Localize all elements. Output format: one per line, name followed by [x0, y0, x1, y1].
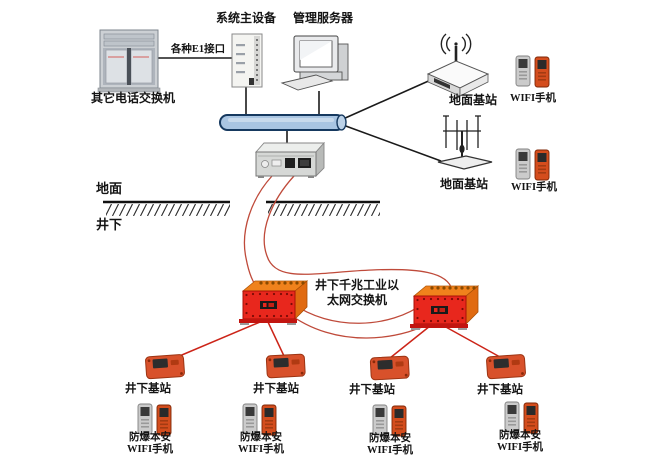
wifi-phone-pair-icon — [137, 403, 172, 436]
phone-label-line1: 防爆本安 — [369, 433, 411, 444]
underground-station-label: 井下基站 — [477, 384, 523, 396]
wifi-phone-pair-icon — [242, 403, 277, 436]
underground-station-label: 井下基站 — [253, 383, 299, 395]
underground-switch-icon — [409, 285, 479, 331]
ground-station-label: 地面基站 — [448, 93, 497, 107]
underground-station-label: 井下基站 — [349, 384, 395, 396]
underground-base-station-icon — [265, 353, 306, 379]
underground-phone-label: 防爆本安 WIFI手机 — [221, 432, 301, 455]
underground-base-station-icon — [144, 353, 186, 380]
telephone-exchange-label: 其它电话交换机 — [91, 91, 176, 105]
surface-wifi-phone-label: WIFI手机 — [509, 93, 557, 104]
wifi-phone-pair-icon — [372, 404, 407, 437]
phone-label-line1: 防爆本安 — [240, 432, 282, 443]
underground-phone-label: 防爆本安 WIFI手机 — [110, 432, 190, 455]
phone-label-line2: WIFI手机 — [237, 443, 285, 455]
surface-label: 地面 — [96, 181, 123, 196]
phone-label-line2: WIFI手机 — [126, 443, 174, 455]
main-equipment-rack-icon — [231, 33, 263, 88]
gateway-device-icon — [254, 141, 326, 178]
underground-base-station-icon — [485, 353, 527, 380]
ground-surface-line — [103, 200, 380, 216]
telephone-exchange-icon — [97, 29, 161, 93]
wifi-phone-pair-icon — [504, 401, 539, 434]
antenna-tower-icon — [437, 115, 493, 170]
phone-label-line1: 防爆本安 — [499, 430, 541, 441]
phone-label-line1: 防爆本安 — [129, 432, 171, 443]
black-connection-lines — [158, 57, 442, 162]
switch-label-line2: 太网交换机 — [326, 293, 387, 307]
switch-label: 井下千兆工业以 太网交换机 — [298, 278, 416, 308]
e1-interface-label: 各种E1接口 — [170, 44, 226, 55]
underground-station-label: 井下基站 — [125, 383, 171, 395]
underground-phone-label: 防爆本安 WIFI手机 — [480, 430, 560, 453]
wifi-phone-pair-icon — [515, 148, 550, 181]
ground-station-label: 地面基站 — [439, 177, 488, 191]
phone-label-line2: WIFI手机 — [366, 444, 414, 456]
switch-label-line1: 井下千兆工业以 — [314, 278, 399, 292]
station-drop-lines — [169, 321, 501, 361]
surface-wifi-phone-label: WIFI手机 — [510, 182, 558, 193]
mgmt-server-label: 管理服务器 — [292, 11, 353, 25]
ethernet-bus-icon — [219, 114, 347, 131]
underground-phone-label: 防爆本安 WIFI手机 — [350, 433, 430, 456]
phone-label-line2: WIFI手机 — [496, 441, 544, 453]
main-equipment-label: 系统主设备 — [215, 11, 276, 25]
management-server-icon — [280, 35, 349, 91]
wifi-phone-pair-icon — [515, 55, 550, 88]
underground-base-station-icon — [369, 355, 410, 381]
underground-label: 井下 — [96, 217, 123, 232]
wireless-ap-icon — [426, 33, 490, 97]
